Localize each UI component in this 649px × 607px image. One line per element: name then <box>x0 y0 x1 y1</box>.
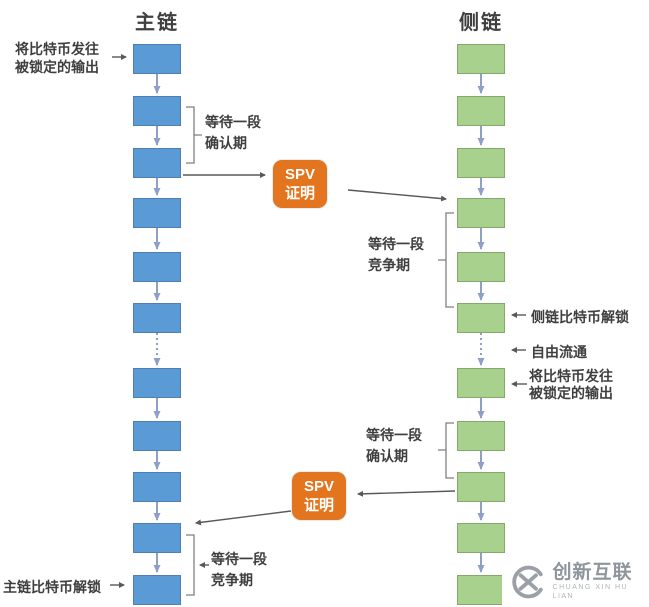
main-chain-block <box>133 148 181 178</box>
arrow-side-block9-to-spv2 <box>357 490 456 497</box>
watermark-pinyin: CHUANG XIN HU LIAN <box>552 583 629 600</box>
bracket-wait-compete-side <box>438 212 454 308</box>
main-chain-block <box>133 303 181 333</box>
main-chain-title: 主链 <box>135 12 179 34</box>
label-send-to-locked-side: 将比特币发往 被锁定的输出 <box>529 368 613 401</box>
side-chain-block <box>457 303 505 333</box>
side-chain-block <box>457 148 505 178</box>
main-chain-block <box>133 575 181 605</box>
spv2-label: SPV <box>303 478 334 495</box>
spv1-sublabel: 证明 <box>284 185 315 202</box>
arrow-spv2-to-main-block10 <box>195 510 292 526</box>
spv-proof-box-1: SPV 证明 <box>273 160 327 208</box>
watermark-logo-icon <box>512 565 543 598</box>
label-send-to-locked-main: 将比特币发往 被锁定的输出 <box>15 41 99 75</box>
main-chain-block <box>133 44 181 74</box>
side-chain-block <box>457 575 505 605</box>
main-chain-block <box>133 523 181 553</box>
bracket-wait-confirm-main <box>186 106 202 164</box>
side-chain-block <box>457 368 505 398</box>
side-chain-block <box>457 252 505 282</box>
watermark-name: 创新互联 <box>552 561 633 583</box>
label-main-unlock: 主链比特币解锁 <box>3 579 101 595</box>
main-chain-block <box>133 472 181 502</box>
label-free-circulation: 自由流通 <box>531 344 587 360</box>
side-chain-block <box>457 523 505 553</box>
spv2-sublabel: 证明 <box>303 497 334 514</box>
label-wait-compete-side: 等待一段 竞争期 <box>368 236 424 273</box>
label-wait-confirm-main: 等待一段 确认期 <box>205 114 261 151</box>
main-chain-block <box>133 368 181 398</box>
watermark-panel: 创新互联 CHUANG XIN HU LIAN <box>502 556 649 607</box>
side-chain-block <box>457 198 505 228</box>
side-chain-block <box>457 96 505 126</box>
side-chain-block <box>457 44 505 74</box>
label-side-unlock: 侧链比特币解锁 <box>531 309 629 325</box>
side-chain-title: 侧链 <box>459 12 503 34</box>
main-chain-block <box>133 198 181 228</box>
spv-proof-box-2: SPV 证明 <box>292 472 346 520</box>
main-chain-block <box>133 96 181 126</box>
bracket-wait-compete-main <box>186 534 195 596</box>
main-chain-block <box>133 252 181 282</box>
side-chain-block <box>457 421 505 451</box>
spv1-label: SPV <box>284 166 315 183</box>
side-chain-block <box>457 472 505 502</box>
main-chain-block <box>133 421 181 451</box>
arrow-spv1-to-side-block4 <box>347 189 447 202</box>
bracket-wait-confirm-side <box>438 422 454 479</box>
label-wait-confirm-side: 等待一段 确认期 <box>366 427 422 464</box>
label-wait-compete-main: 等待一段 竞争期 <box>211 551 267 588</box>
